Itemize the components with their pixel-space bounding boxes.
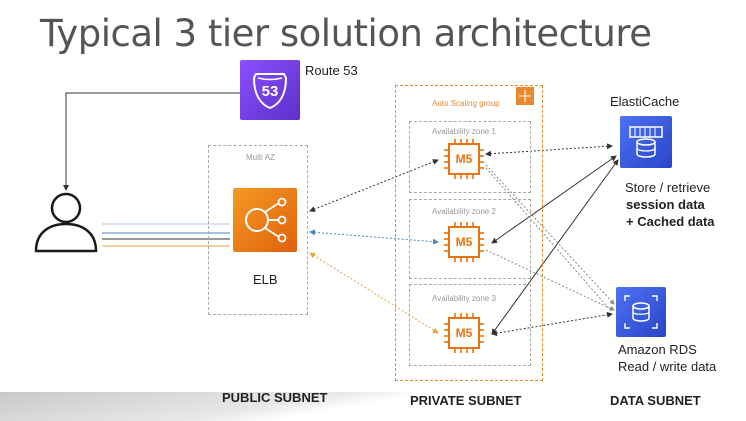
- m5-instance-1-label: M5: [455, 152, 473, 166]
- m5-1-rds-link: [485, 164, 615, 305]
- elasticache-icon: [620, 116, 672, 168]
- elb-m5-3-link: [309, 252, 439, 334]
- auto-scaling-icon: [516, 87, 534, 105]
- availability-zone-2-label: Availability zone 2: [432, 207, 496, 216]
- route53-label: Route 53: [305, 63, 358, 78]
- m5-instance-2-icon: [440, 220, 488, 264]
- auto-scaling-group-box: [395, 85, 543, 381]
- auto-scaling-label: Auto Scaling group: [432, 99, 500, 108]
- elb-icon: [233, 188, 297, 252]
- rds-title: Amazon RDS: [618, 342, 697, 357]
- data-subnet-label: DATA SUBNET: [610, 393, 701, 408]
- m5-2-rds-link: [485, 249, 615, 311]
- elasticache-title: ElastiCache: [610, 94, 680, 109]
- public-subnet-label: PUBLIC SUBNET: [222, 390, 328, 405]
- m5-instance-1-icon: [440, 137, 488, 181]
- elasticache-desc-line3: + Cached data: [626, 214, 715, 229]
- m5-3-rds-link: [491, 311, 613, 337]
- rds-desc: Read / write data: [618, 359, 717, 374]
- m5-instance-3-icon: [440, 311, 488, 355]
- elb-m5-2-link: [309, 229, 439, 245]
- availability-zone-1-box: [409, 121, 531, 193]
- user-icon: [30, 188, 102, 254]
- availability-zone-1-label: Availability zone 1: [432, 127, 496, 136]
- availability-zone-3-label: Availability zone 3: [432, 294, 496, 303]
- m5-instance-2-label: M5: [455, 235, 473, 249]
- rds-icon: [616, 287, 666, 337]
- m5-1-cache-link: [485, 143, 613, 157]
- route53-icon: [240, 60, 300, 120]
- m5-instance-3-label: M5: [455, 326, 473, 340]
- elb-label: ELB: [253, 272, 278, 287]
- elb-m5-1-link: [309, 159, 439, 212]
- availability-zone-2-box: [409, 199, 531, 279]
- elasticache-desc-line1: Store / retrieve: [625, 180, 711, 195]
- availability-zone-3-box: [409, 284, 531, 366]
- route53-badge: 53: [261, 83, 279, 100]
- private-subnet-label: PRIVATE SUBNET: [410, 393, 522, 408]
- multi-az-label: Multi AZ: [246, 153, 275, 162]
- elasticache-desc-line2: session data: [626, 197, 705, 212]
- route53-user-link: [63, 92, 240, 191]
- multi-az-box: [208, 145, 308, 315]
- page-title: Typical 3 tier solution architecture: [40, 12, 652, 55]
